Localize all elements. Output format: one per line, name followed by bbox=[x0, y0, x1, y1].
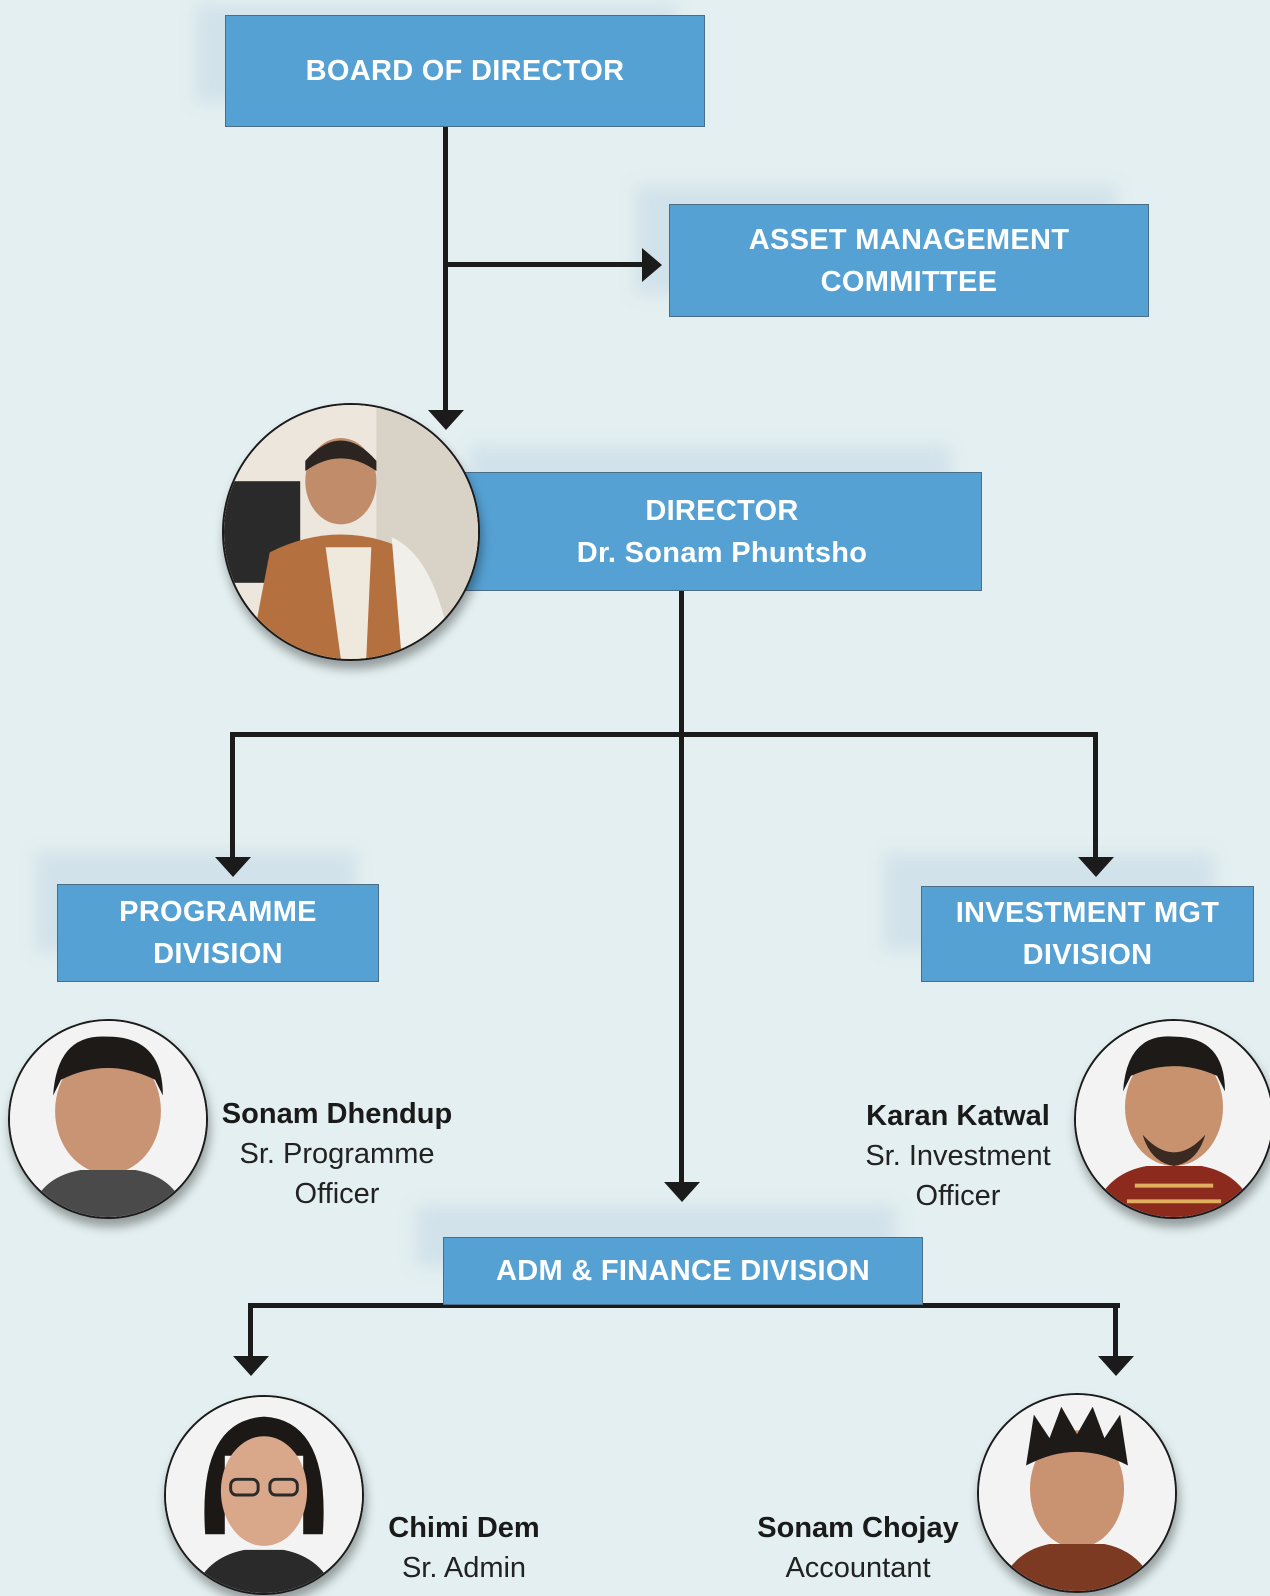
investment-officer-photo bbox=[1074, 1019, 1270, 1219]
accountant-caption: Sonam Chojay Accountant bbox=[738, 1508, 978, 1588]
connector-to-investment bbox=[1093, 732, 1098, 862]
asset-management-committee-box: ASSET MANAGEMENT COMMITTEE bbox=[669, 204, 1149, 317]
investment-line1: INVESTMENT MGT bbox=[955, 897, 1220, 929]
admin-role: Sr. Admin bbox=[401, 1552, 527, 1584]
arrow-to-adm-finance bbox=[664, 1182, 700, 1202]
arrow-to-admin bbox=[233, 1356, 269, 1376]
board-label: BOARD OF DIRECTOR bbox=[305, 55, 625, 87]
programme-officer-photo bbox=[8, 1019, 208, 1219]
director-photo bbox=[222, 403, 480, 661]
director-name: Dr. Sonam Phuntsho bbox=[576, 536, 868, 569]
connector-board-down bbox=[443, 126, 448, 414]
connector-to-asset-committee bbox=[446, 262, 646, 267]
accountant-role: Accountant bbox=[785, 1552, 931, 1584]
programme-officer-role-line1: Sr. Programme bbox=[239, 1138, 435, 1170]
investment-officer-name: Karan Katwal bbox=[866, 1100, 1050, 1132]
arrow-to-asset-committee bbox=[642, 248, 662, 282]
programme-officer-caption: Sonam Dhendup Sr. Programme Officer bbox=[207, 1094, 467, 1214]
director-title: DIRECTOR bbox=[645, 494, 799, 527]
programme-line2: DIVISION bbox=[153, 938, 283, 970]
connector-to-programme bbox=[230, 732, 235, 860]
arrow-to-programme bbox=[215, 857, 251, 877]
investment-line2: DIVISION bbox=[1022, 939, 1153, 971]
connector-divisions-horizontal bbox=[230, 732, 1098, 737]
connector-director-down bbox=[679, 590, 684, 1186]
connector-adm-horizontal bbox=[248, 1303, 1120, 1308]
investment-division-box: INVESTMENT MGT DIVISION bbox=[921, 886, 1254, 982]
director-box: DIRECTOR Dr. Sonam Phuntsho bbox=[462, 472, 982, 591]
admin-photo bbox=[164, 1395, 364, 1595]
programme-officer-role-line2: Officer bbox=[294, 1178, 380, 1210]
investment-officer-role-line1: Sr. Investment bbox=[865, 1140, 1051, 1172]
accountant-photo bbox=[977, 1393, 1177, 1593]
adm-finance-division-box: ADM & FINANCE DIVISION bbox=[443, 1237, 923, 1305]
asset-committee-line1: ASSET MANAGEMENT bbox=[748, 223, 1070, 256]
admin-name: Chimi Dem bbox=[388, 1512, 540, 1544]
connector-to-accountant bbox=[1113, 1303, 1118, 1359]
investment-officer-role-line2: Officer bbox=[915, 1180, 1001, 1212]
arrow-to-director bbox=[428, 410, 464, 430]
investment-officer-caption: Karan Katwal Sr. Investment Officer bbox=[828, 1096, 1088, 1216]
admin-caption: Chimi Dem Sr. Admin bbox=[364, 1508, 564, 1588]
adm-finance-label: ADM & FINANCE DIVISION bbox=[496, 1255, 870, 1287]
accountant-name: Sonam Chojay bbox=[757, 1512, 959, 1544]
board-of-director-box: BOARD OF DIRECTOR bbox=[225, 15, 705, 127]
arrow-to-accountant bbox=[1098, 1356, 1134, 1376]
connector-to-admin bbox=[248, 1303, 253, 1359]
programme-officer-name: Sonam Dhendup bbox=[221, 1098, 453, 1130]
programme-division-box: PROGRAMME DIVISION bbox=[57, 884, 379, 982]
arrow-to-investment bbox=[1078, 857, 1114, 877]
asset-committee-line2: COMMITTEE bbox=[820, 265, 998, 298]
programme-line1: PROGRAMME bbox=[119, 896, 317, 928]
